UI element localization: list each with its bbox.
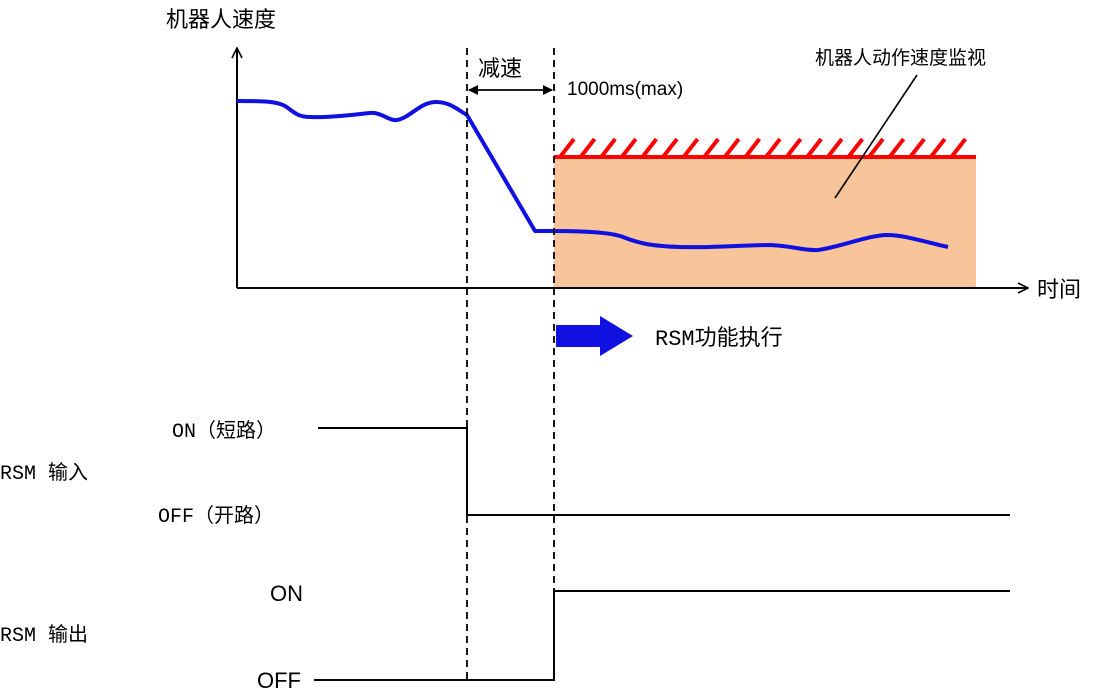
decel-time-label: 1000ms(max): [567, 79, 683, 100]
hatch-tick: [558, 137, 576, 159]
hatch-tick: [702, 137, 720, 159]
hatch-tick: [599, 137, 617, 159]
y-axis-label: 机器人速度: [166, 8, 276, 33]
rsm-action-label: RSM功能执行: [655, 326, 783, 352]
hatch-tick: [908, 137, 926, 159]
hatch-tick: [888, 137, 906, 159]
monitor-leader-line: [834, 74, 918, 199]
hatch-tick: [805, 137, 823, 159]
rsm-output-signal: [314, 590, 1010, 681]
monitor-label: 机器人动作速度监视: [815, 47, 986, 69]
hatch-tick: [579, 137, 597, 159]
rsm-action-arrow-icon: [556, 316, 633, 356]
hatch-tick: [929, 137, 947, 159]
rsm-input-off-label: OFF（开路）: [158, 504, 274, 529]
rsm-output-off-label: OFF: [257, 668, 301, 693]
hatch-tick: [620, 137, 638, 159]
hatch-tick: [661, 137, 679, 159]
monitor-region: [554, 157, 976, 287]
hatch-tick: [846, 137, 864, 159]
hatch-tick: [682, 137, 700, 159]
hatch-tick: [867, 137, 885, 159]
rsm-output-label: RSM 输出: [0, 623, 88, 648]
rsm-input-label: RSM 输入: [0, 461, 88, 486]
hatch-tick: [764, 137, 782, 159]
hatch-tick: [743, 137, 761, 159]
hatch-tick: [640, 137, 658, 159]
decel-label: 减速: [478, 57, 522, 82]
rsm-input-signal: [318, 427, 1010, 516]
hatch-tick: [723, 137, 741, 159]
x-axis-label: 时间: [1037, 278, 1081, 303]
speed-limit-hatching: [558, 137, 967, 159]
rsm-output-on-label: ON: [270, 581, 303, 606]
hatch-tick: [785, 137, 803, 159]
hatch-tick: [826, 137, 844, 159]
rsm-input-on-label: ON（短路）: [172, 419, 276, 444]
hatch-tick: [949, 137, 967, 159]
